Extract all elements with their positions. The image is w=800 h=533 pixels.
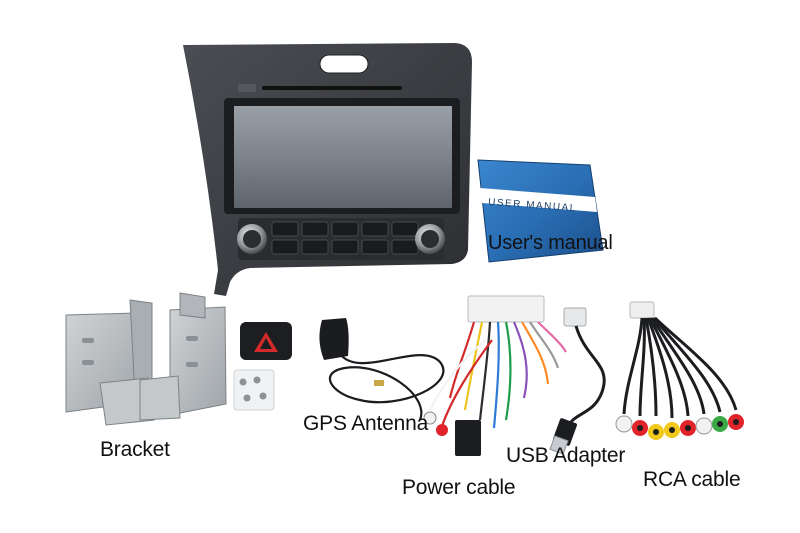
usb-adapter-label: USB Adapter [506,444,626,467]
bracket-label: Bracket [100,438,170,461]
hazard-switch [240,322,292,360]
power-cable-label: Power cable [402,476,516,499]
gps-antenna [319,318,445,421]
gps-antenna-label: GPS Antenna [303,412,429,435]
bracket-right [139,292,227,421]
users-manual-label: User's manual [488,232,613,254]
rca-cable-label: RCA cable [643,468,741,491]
usb-adapter [549,307,606,455]
rca-cable-harness [615,301,744,440]
user-manual-booklet: USER MANUAL [477,159,604,263]
power-cable-harness [423,295,567,456]
head-unit [183,43,472,296]
screws-bag [233,369,275,411]
